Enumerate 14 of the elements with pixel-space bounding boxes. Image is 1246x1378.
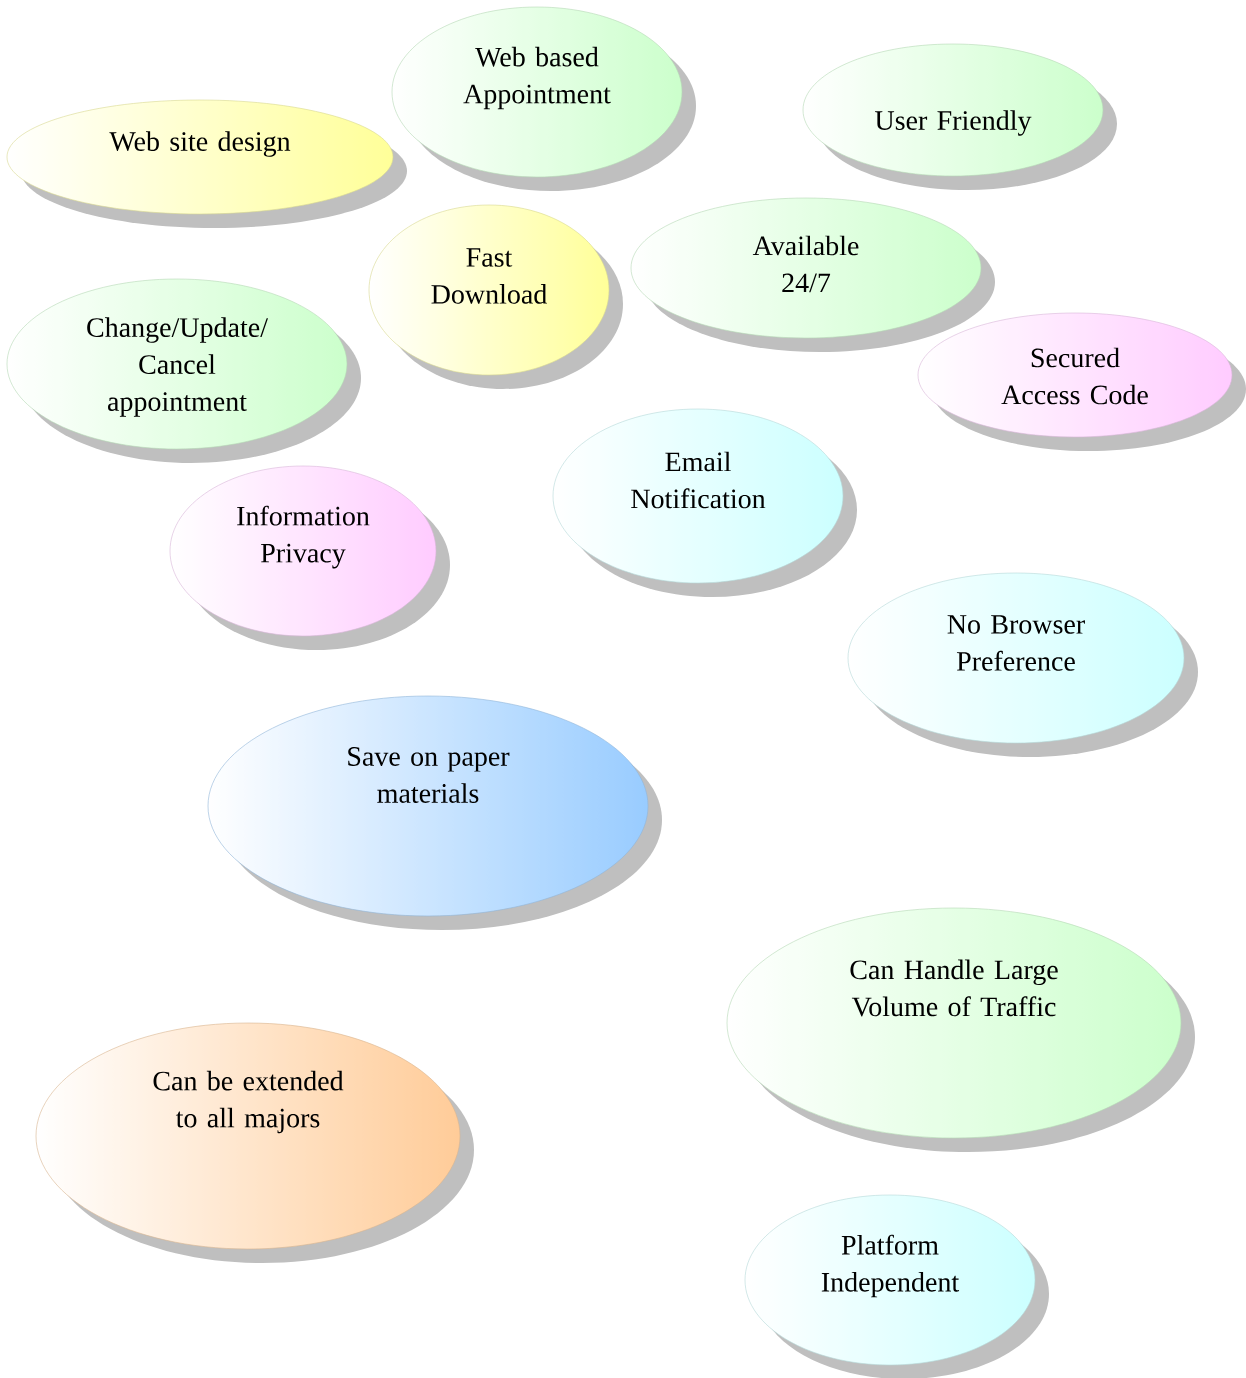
ellipse-bubble: Email Notification [552, 408, 857, 597]
ellipse-bubble: Web site design [6, 99, 407, 228]
ellipse-bubble: Can be extended to all majors [35, 1022, 474, 1263]
ellipse-bubble: Fast Download [368, 204, 623, 389]
ellipse-bubble: Platform Independent [744, 1194, 1049, 1378]
ellipse-bubble: Secured Access Code [917, 312, 1246, 451]
ellipse-bubble: Available 24/7 [630, 197, 995, 352]
ellipse-bubble: Save on paper materials [207, 695, 662, 930]
ellipse-bubble: No Browser Preference [847, 572, 1198, 757]
ellipse-bubble: User Friendly [802, 43, 1117, 190]
ellipse-bubble: Web based Appointment [391, 6, 696, 191]
ellipse-bubble: Can Handle Large Volume of Traffic [726, 907, 1195, 1152]
ellipse-bubble: Change/Update/ Cancel appointment [6, 278, 361, 463]
ellipse-bubble: Information Privacy [169, 465, 450, 650]
